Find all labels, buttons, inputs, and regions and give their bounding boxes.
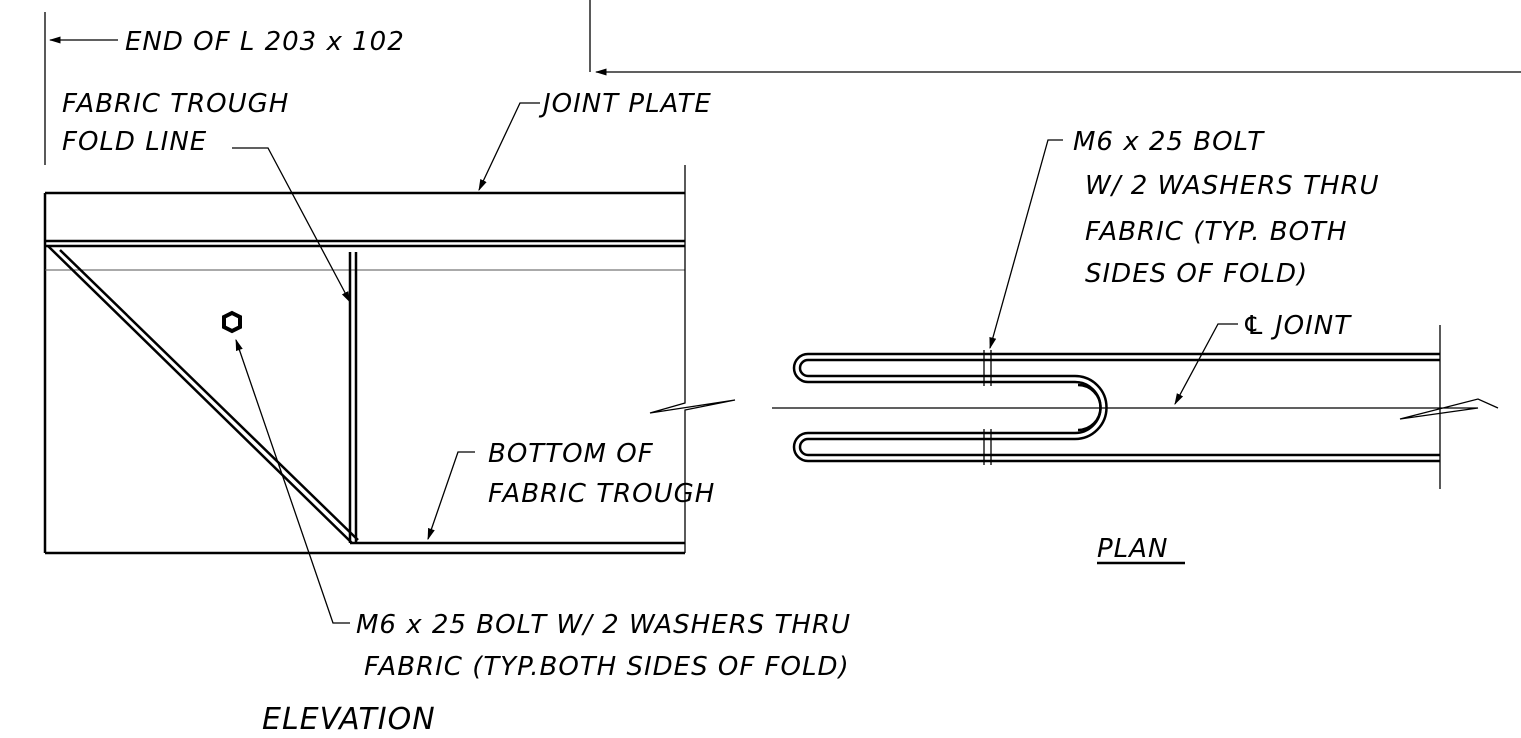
plan-title: PLAN bbox=[1097, 534, 1168, 564]
elevation-title: ELEVATION bbox=[262, 702, 436, 737]
fold-loop-bottom-outer bbox=[792, 431, 1075, 463]
elevation-bolt-label-line1: M6 x 25 BOLT W/ 2 WASHERS THRU bbox=[356, 610, 851, 640]
centerline-symbol: ℄ bbox=[1242, 311, 1266, 341]
fold-loop-bottom-inner bbox=[798, 437, 990, 457]
plan-view: M6 x 25 BOLT W/ 2 WASHERS THRU FABRIC (T… bbox=[594, 68, 1521, 565]
end-of-angle-label: END OF L 203 x 102 bbox=[125, 27, 405, 57]
cl-joint-leader bbox=[1174, 323, 1238, 406]
plan-bolt-label-line4: SIDES OF FOLD) bbox=[1085, 259, 1308, 289]
fold-loop-top-outer bbox=[792, 352, 1075, 384]
bottom-trough-leader bbox=[427, 451, 475, 541]
fold-line-leader bbox=[232, 147, 351, 304]
u-fold-mid bbox=[990, 374, 1108, 441]
fold-line-label-line1: FABRIC TROUGH bbox=[62, 89, 289, 119]
elevation-break-line bbox=[649, 165, 736, 553]
plan-bolt-label-line3: FABRIC (TYP. BOTH bbox=[1085, 217, 1347, 247]
fold-loop-top-inner bbox=[798, 358, 990, 378]
bolt-hex-icon bbox=[222, 310, 242, 334]
elevation-bolt-leader bbox=[235, 338, 350, 624]
plan-bolt-label-line1: M6 x 25 BOLT bbox=[1073, 127, 1265, 157]
trough-diagonal-outer bbox=[47, 245, 353, 544]
joint-plate-leader bbox=[478, 102, 540, 192]
plan-bolt-leader bbox=[989, 139, 1063, 350]
bottom-trough-label-line1: BOTTOM OF bbox=[488, 439, 654, 469]
trough-diagonal-inner bbox=[59, 249, 359, 541]
elevation-view: END OF L 203 x 102 FABRIC TROUGH FOLD LI… bbox=[43, 0, 851, 737]
bottom-trough-label-line2: FABRIC TROUGH bbox=[488, 479, 715, 509]
joint-plate-label: JOINT PLATE bbox=[538, 89, 712, 119]
joint-label: JOINT bbox=[1270, 311, 1352, 341]
plan-centerline bbox=[772, 398, 1499, 420]
plan-bolt-label-line2: W/ 2 WASHERS THRU bbox=[1085, 171, 1380, 201]
fold-line-label-line2: FOLD LINE bbox=[62, 127, 207, 157]
elevation-bolt-label-line2: FABRIC (TYP.BOTH SIDES OF FOLD) bbox=[364, 652, 850, 682]
u-fold-inner bbox=[1077, 383, 1102, 432]
